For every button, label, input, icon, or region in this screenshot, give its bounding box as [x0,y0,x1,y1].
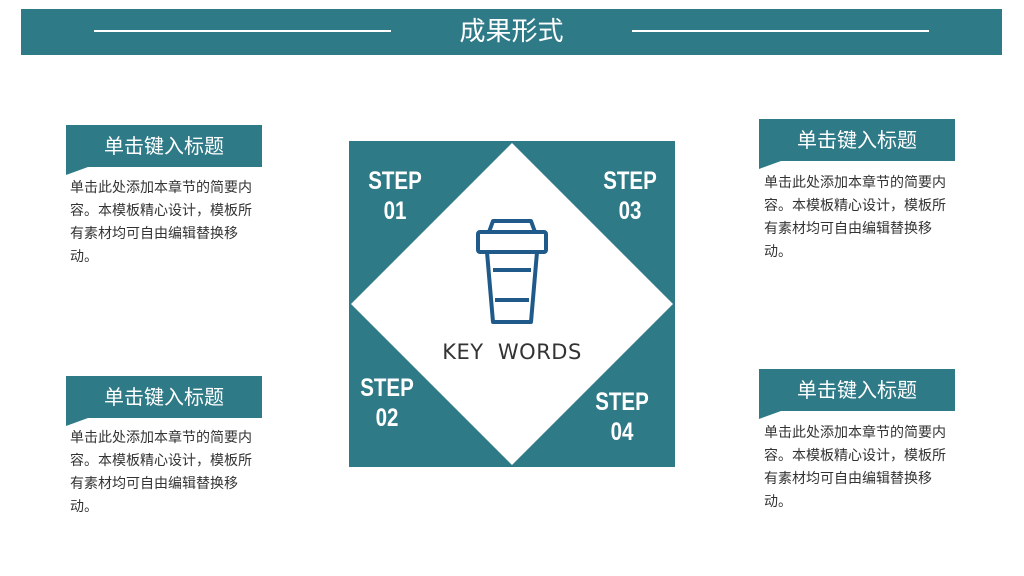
step-01: STEP 01 [358,166,432,226]
title-tag-label: 单击键入标题 [797,128,917,152]
description-text: 单击此处添加本章节的简要内容。本模板精心设计，模板所有素材均可自由编辑替换移动。 [764,175,946,260]
step-number: 01 [383,197,407,225]
step-label: STEP [368,167,422,195]
title-tag-bottom-left[interactable]: 单击键入标题 [66,376,262,426]
header-line-right [632,30,929,32]
title-tag-bottom-right[interactable]: 单击键入标题 [759,369,955,419]
title-tag-label: 单击键入标题 [797,378,917,402]
description-text: 单击此处添加本章节的简要内容。本模板精心设计，模板所有素材均可自由编辑替换移动。 [70,180,252,265]
step-03: STEP 03 [593,166,667,226]
step-label: STEP [603,167,657,195]
step-02: STEP 02 [350,373,424,433]
center-square [349,141,675,467]
step-number: 04 [610,418,634,446]
header-bar: 成果形式 [21,9,1002,55]
key-words-label: KEY WORDS [442,340,582,364]
title-tag-label: 单击键入标题 [104,134,224,158]
step-number: 02 [375,404,399,432]
step-number: 03 [618,197,642,225]
description-text: 单击此处添加本章节的简要内容。本模板精心设计，模板所有素材均可自由编辑替换移动。 [764,425,946,510]
header-line-left [94,30,391,32]
title-tag-label: 单击键入标题 [104,385,224,409]
page-title: 成果形式 [459,17,564,47]
coffee-cup-icon [476,219,548,324]
step-label: STEP [360,374,414,402]
step-label: STEP [595,388,649,416]
title-tag-top-right[interactable]: 单击键入标题 [759,119,955,169]
title-tag-top-left[interactable]: 单击键入标题 [66,125,262,175]
step-04: STEP 04 [585,387,659,447]
description-text: 单击此处添加本章节的简要内容。本模板精心设计，模板所有素材均可自由编辑替换移动。 [70,430,252,515]
